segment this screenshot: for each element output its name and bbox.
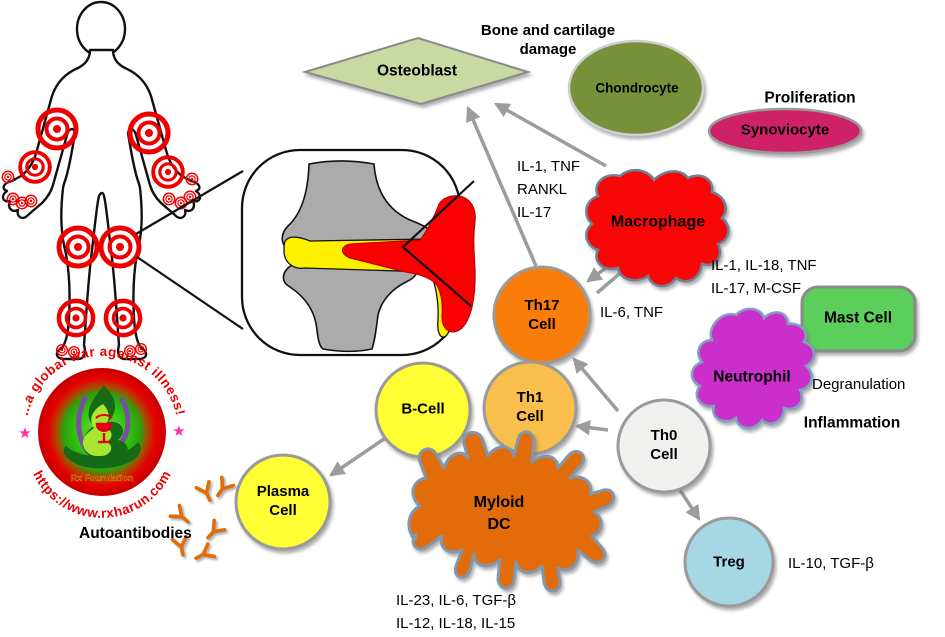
arrow-th17-to-osteoblast (466, 105, 538, 267)
logo-ribbon-right (119, 397, 131, 445)
logo-hand (63, 442, 141, 469)
antibody-icon (194, 479, 218, 505)
th1-cell-label: Th1 Cell (516, 389, 544, 425)
inflammation-label: Inflammation (803, 414, 901, 432)
macrophage-label: Macrophage (610, 213, 706, 231)
synoviocyte-shape (707, 107, 863, 155)
arrow-th0-to-th17 (572, 357, 620, 413)
treg-cell-shape (683, 516, 775, 608)
th0-cell-label: Th0 Cell (650, 427, 678, 463)
il10-tgfb-label: IL-10, TGF-β (788, 555, 874, 572)
plasma-cell-label: Plasma Cell (256, 483, 310, 519)
b-cell-label: B-Cell (401, 400, 445, 418)
antibody-icon (190, 542, 217, 567)
osteoblast-label: Osteoblast (376, 62, 458, 80)
neutrophil-label: Neutrophil (713, 368, 791, 386)
zoom-callout-line-bottom (136, 256, 244, 330)
human-body-figure (1, 0, 202, 361)
cytokines-to-osteoblast-label: IL-1, TNF RANKL IL-17 (517, 158, 581, 221)
zoom-expand-lines (401, 180, 475, 307)
rxharun-watermark-logo: Rx Foundation ...a global war against il… (16, 344, 188, 521)
arrow-th0-to-th1 (574, 420, 609, 436)
proliferation-label: Proliferation (764, 89, 856, 107)
chondrocyte-label: Chondrocyte (595, 80, 679, 96)
th0-cell-shape (616, 398, 712, 494)
logo-star-left-icon: ★ (18, 425, 31, 442)
myloid-dc-label: Myloid DC (473, 494, 525, 533)
body-head (75, 0, 127, 58)
plasma-cell-shape (234, 453, 332, 551)
degranulation-label: Degranulation (812, 376, 906, 393)
logo-flame-inner (82, 404, 112, 457)
inflamed-pannus (342, 195, 476, 333)
chondrocyte-shape (567, 39, 705, 137)
autoantibodies-label: Autoantibodies (79, 525, 192, 542)
il6-tnf-label: IL-6, TNF (600, 304, 664, 321)
logo-rx-cup-icon (95, 414, 113, 444)
arrow-bcell-to-plasma (329, 435, 388, 477)
joint-zoom-inset (135, 148, 476, 357)
treg-cell-label: Treg (713, 553, 745, 571)
th17-cell-label: Th17 Cell (524, 297, 560, 333)
body-silhouette (1, 48, 202, 361)
cytokines-from-dc-label: IL-23, IL-6, TGF-β IL-12, IL-18, IL-15 (396, 592, 517, 632)
neutrophil-shape (690, 307, 816, 430)
osteoblast-shape (301, 36, 532, 106)
cytokines-from-macrophage-label: IL-1, IL-18, TNF IL-17, M-CSF (711, 257, 817, 297)
arrow-th0-to-treg (678, 489, 701, 521)
antibody-icon (200, 518, 227, 545)
myloid-dc-shape (407, 430, 616, 593)
mast-cell-shape (800, 285, 917, 353)
logo-badge-text: Rx Foundation (71, 473, 134, 483)
macrophage-shape (585, 168, 730, 288)
zoom-callout-line-top (135, 170, 244, 235)
bone-cartilage-damage-label: Bone and cartilage damage (480, 22, 616, 58)
autoantibody-icons (168, 475, 236, 567)
logo-star-right-icon: ★ (172, 423, 185, 440)
antibody-icon (210, 475, 236, 502)
arrow-macrophage-to-osteoblast (493, 102, 607, 168)
synoviocyte-label: Synoviocyte (740, 121, 830, 139)
mast-cell-label: Mast Cell (823, 309, 893, 327)
